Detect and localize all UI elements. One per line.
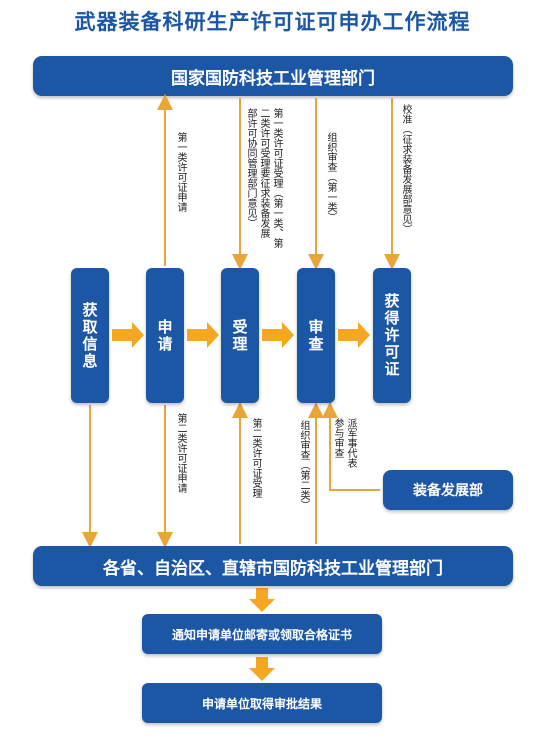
step-get-license: 获得许可证 (373, 268, 411, 403)
label-verify: 校准（征求装备发展部意见） (400, 104, 411, 234)
label-review-class2: 组织审查（第二类） (298, 420, 309, 510)
label-apply-class2: 第二类许可证申请 (175, 413, 186, 493)
label-review-class1: 组织审查（第一类） (325, 132, 336, 222)
step-apply: 申请 (146, 268, 184, 403)
equipment-dept-box: 装备发展部 (383, 470, 513, 510)
label-accept-class1-a: 第一类许可证受理（第一类、第 (271, 108, 282, 248)
step-arrow-2 (187, 322, 219, 348)
label-accept-class2: 第二类许可证受理 (250, 418, 261, 498)
label-military-rep-b: 参与审查 (332, 418, 343, 458)
provincial-dept-bar: 各省、自治区、直辖市国防科技工业管理部门 (33, 546, 513, 586)
page-title: 武器装备科研生产许可证可申办工作流程 (74, 10, 471, 34)
down-arrow-result (249, 657, 275, 681)
arrow-military-rep (322, 402, 380, 491)
notice-box: 通知申请单位邮寄或领取合格证书 (142, 614, 382, 654)
down-arrow-notice (249, 588, 275, 612)
step-arrow-1 (112, 322, 144, 348)
step-arrow-3 (262, 322, 294, 348)
label-accept-class1-b: 二类许可受理要征求装备发展 (258, 108, 269, 238)
step-get-info: 获取信息 (71, 268, 109, 403)
label-apply-class1: 第一类许可证申请 (175, 132, 186, 212)
label-military-rep-a: 派军事代表 (345, 418, 356, 468)
step-arrow-4 (338, 322, 370, 348)
national-dept-bar: 国家国防科技工业管理部门 (33, 56, 513, 96)
step-review: 审查 (297, 268, 335, 403)
step-accept: 受理 (221, 268, 259, 403)
label-accept-class1-c: 部许可协同管理部门意见） (245, 108, 256, 228)
result-box: 申请单位取得审批结果 (142, 683, 382, 723)
